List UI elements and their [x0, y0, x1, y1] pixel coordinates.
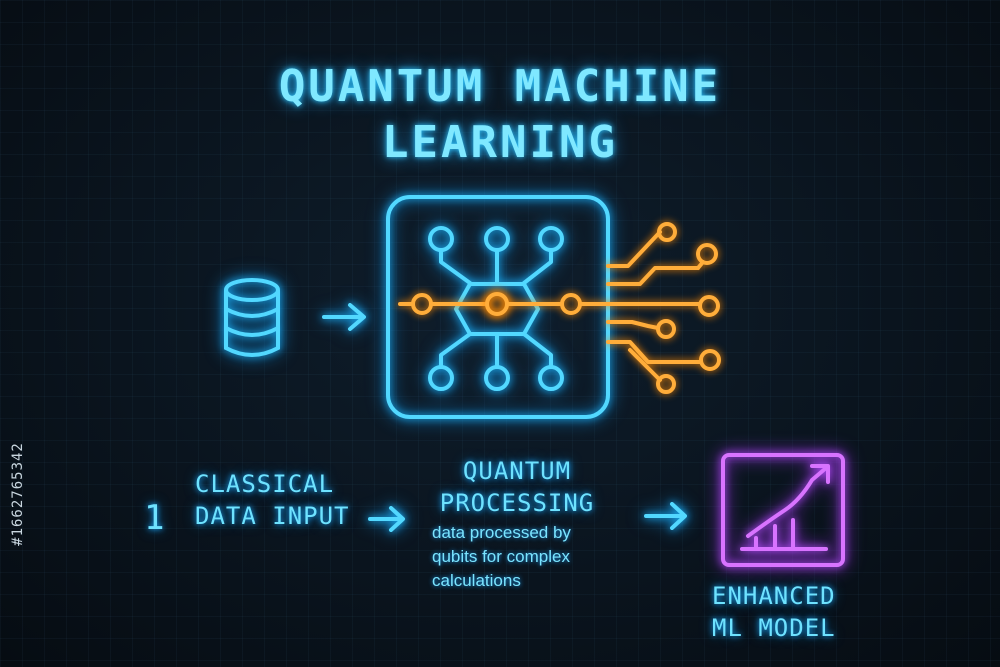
desc-line-2: qubits for complex — [432, 547, 570, 566]
title-line-2: LEARNING — [382, 117, 618, 168]
enhanced-line-1: ENHANCED — [712, 582, 836, 610]
side-credit-text: #1662765342 — [9, 442, 26, 546]
desc-line-1: data processed by — [432, 523, 571, 542]
quantum-processing-label: QUANTUM PROCESSING — [432, 455, 602, 519]
enhanced-line-2: ML MODEL — [712, 614, 836, 642]
arrow-right-icon — [368, 506, 405, 532]
enhanced-ml-model-label: ENHANCED ML MODEL — [712, 580, 836, 644]
desc-line-3: calculations — [432, 571, 521, 590]
growth-chart-icon — [721, 453, 845, 567]
quantum-chip-icon — [386, 195, 610, 419]
database-icon — [224, 278, 280, 357]
quantum-processing-description: data processed by qubits for complex cal… — [432, 521, 672, 593]
quantum-signal-lines — [398, 222, 721, 394]
arrow-right-icon — [322, 303, 366, 331]
quantum-line-1: QUANTUM — [462, 457, 572, 485]
arrow-right-icon — [644, 502, 687, 530]
title-line-1: QUANTUM MACHINE — [278, 61, 722, 112]
classical-line-2: DATA INPUT — [195, 502, 350, 530]
step-number: 1 — [144, 498, 166, 538]
quantum-line-2: PROCESSING — [439, 489, 595, 517]
classical-data-input-label: CLASSICAL DATA INPUT — [195, 468, 350, 532]
classical-line-1: CLASSICAL — [195, 470, 335, 498]
